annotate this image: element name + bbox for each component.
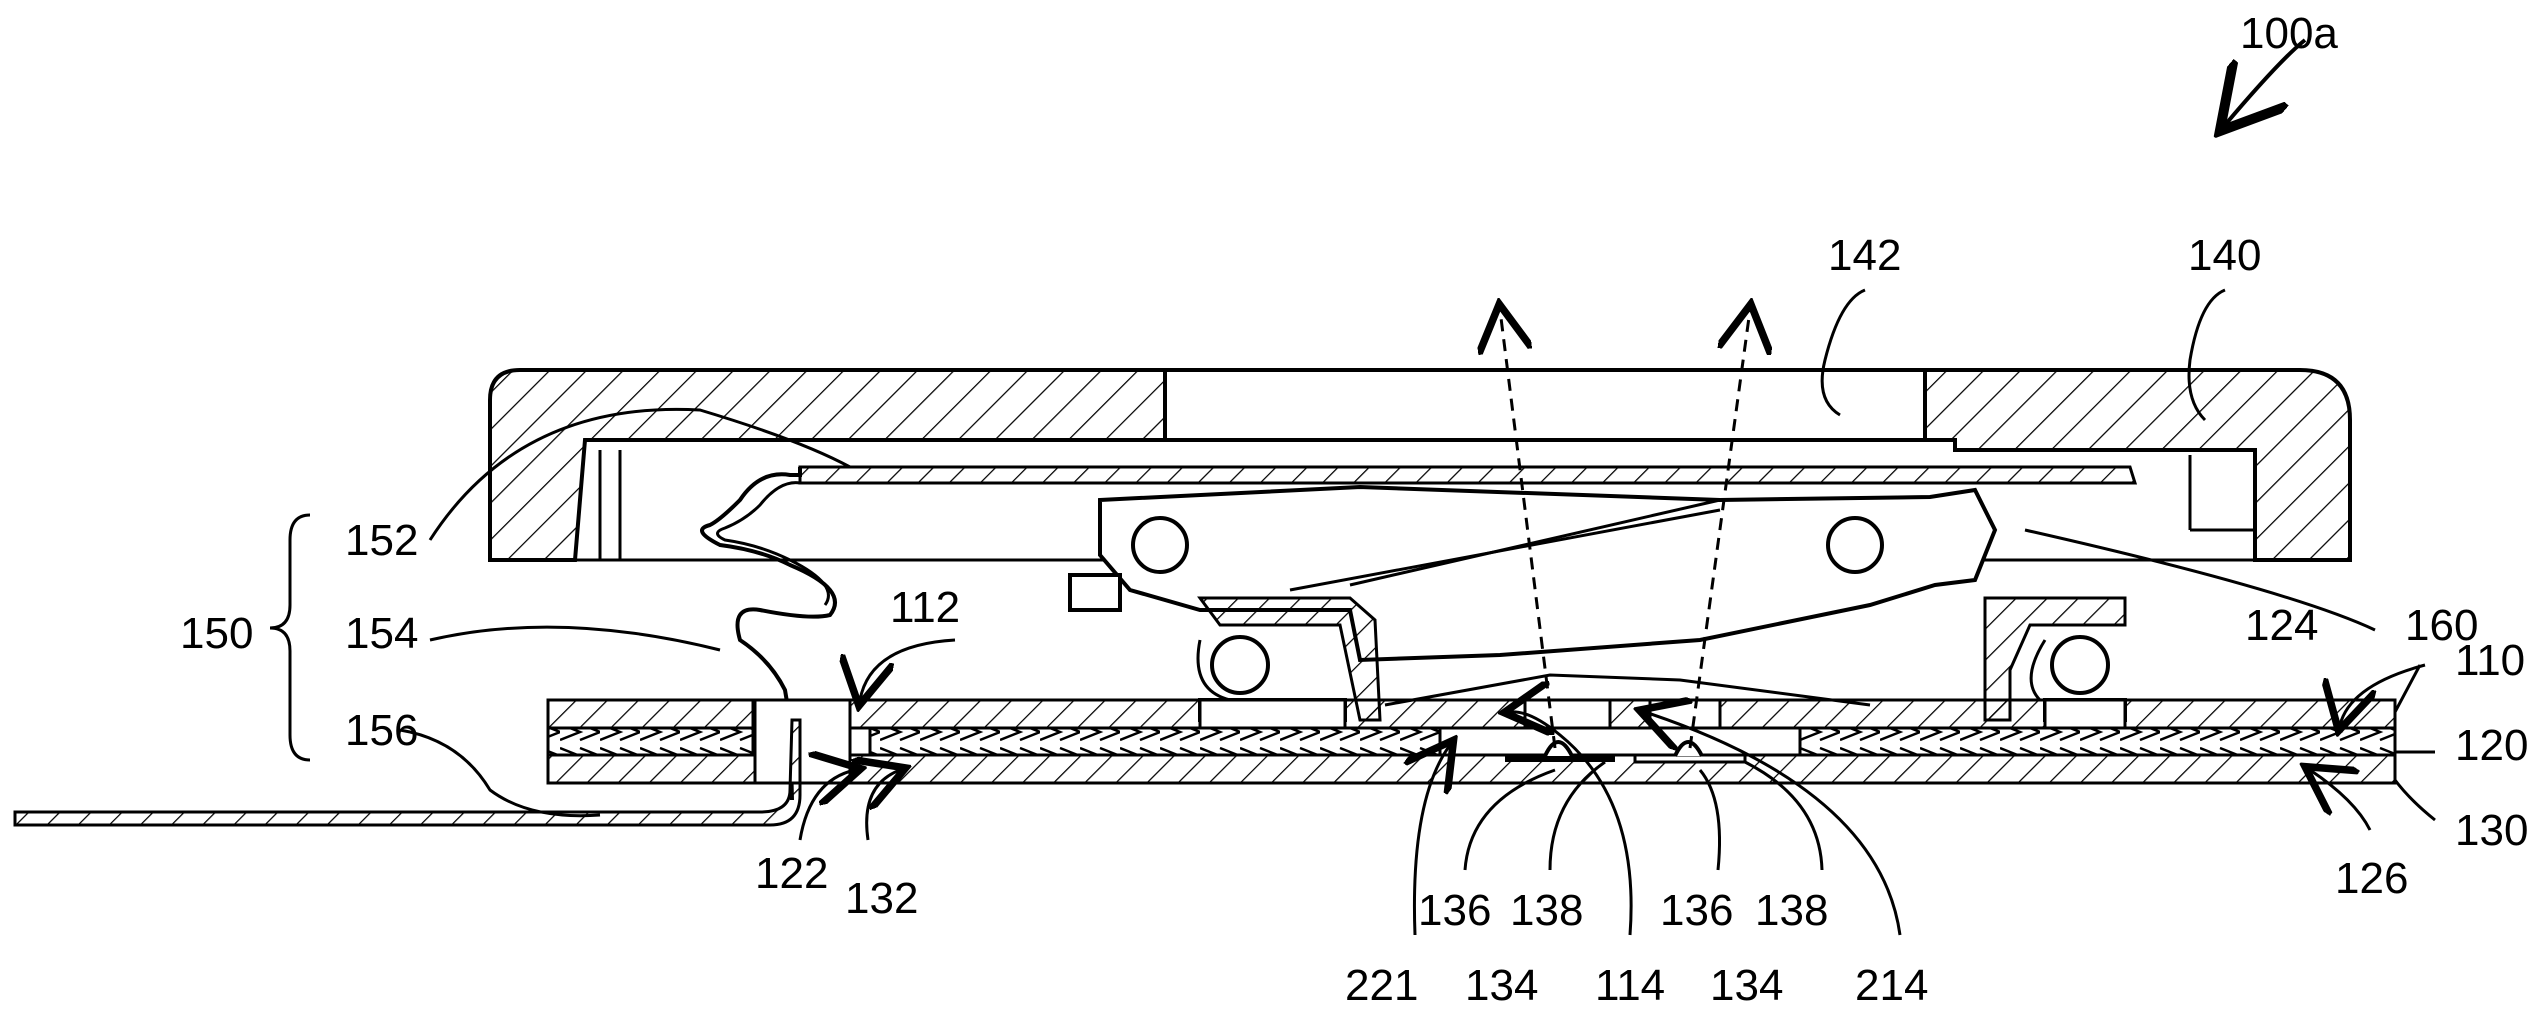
label-152: 152 [345,516,418,565]
label-132: 132 [845,874,918,923]
label-221: 221 [1345,961,1418,1010]
light-rays [1500,310,1750,749]
label-134-b: 134 [1710,961,1783,1010]
leader-lines [399,38,2436,936]
label-214: 214 [1855,961,1928,1010]
label-112: 112 [890,583,960,632]
tail-156 [13,718,802,827]
reference-labels: 100a 142 140 152 150 154 156 112 160 124… [180,9,2528,1010]
label-110: 110 [2455,636,2525,685]
label-140: 140 [2188,231,2261,280]
label-126: 126 [2335,854,2408,903]
bracket-150 [269,513,311,762]
label-150: 150 [180,609,253,658]
light-guide-plate [798,465,2138,485]
label-138-a: 138 [1510,886,1583,935]
label-154: 154 [345,609,418,658]
scissor-mechanism [1068,484,2127,722]
label-136-b: 136 [1660,886,1733,935]
label-130: 130 [2455,806,2528,855]
label-120: 120 [2455,721,2528,770]
label-142: 142 [1828,231,1901,280]
label-122: 122 [755,849,828,898]
label-124-main: 124 [2245,601,2318,650]
label-138-b: 138 [1755,886,1828,935]
label-134-a: 134 [1465,961,1538,1010]
label-156: 156 [345,706,418,755]
label-136-a: 136 [1418,886,1491,935]
keycap [488,368,2352,562]
label-114: 114 [1595,961,1665,1010]
figure-id-label: 100a [2240,9,2338,58]
label-160: 160 [2405,601,2478,650]
bellows-wall [700,467,837,801]
